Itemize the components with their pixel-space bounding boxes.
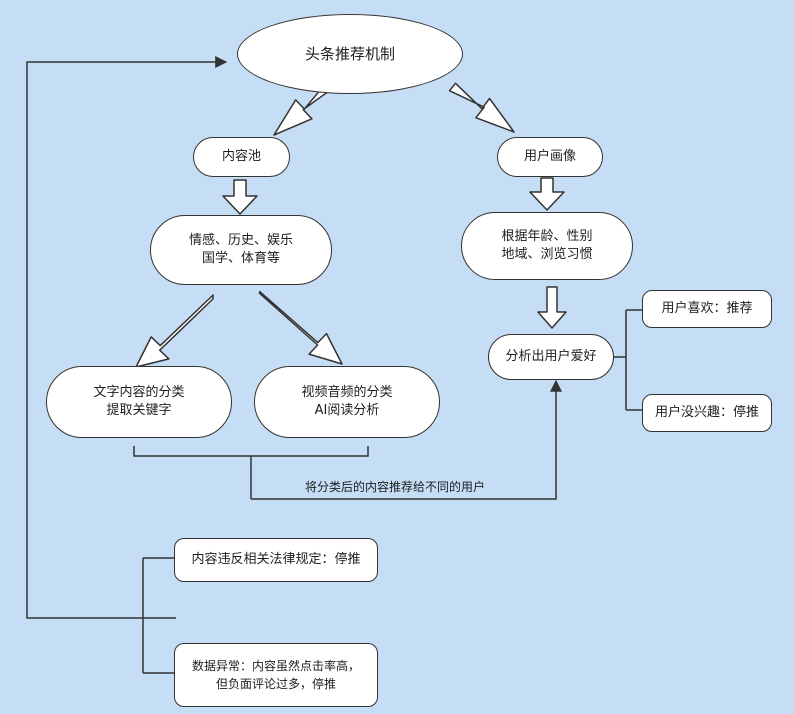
violation-label: 内容违反相关法律规定：停推 — [191, 552, 361, 567]
content-pool-label: 内容池 — [221, 149, 261, 164]
video-classify-line-2: AI阅读分析 — [314, 403, 380, 418]
preference-bracket — [614, 309, 642, 411]
user-not-interested-node: 用户没兴趣：停推 — [642, 394, 772, 432]
categories-line-2: 国学、体育等 — [201, 251, 280, 266]
root-node: 头条推荐机制 — [237, 14, 463, 94]
text-classify-node: 文字内容的分类 提取关键字 — [46, 366, 232, 438]
arrow-attrs-to-analyze — [537, 286, 567, 329]
categories-line-1: 情感、历史、娱乐 — [188, 233, 293, 248]
user-likes-label: 用户喜欢：推荐 — [661, 301, 753, 316]
text-classify-line-2: 提取关键字 — [106, 403, 172, 418]
violation-node: 内容违反相关法律规定：停推 — [174, 538, 378, 582]
user-attrs-line-1: 根据年龄、性别 — [501, 229, 593, 244]
stop-rules-bracket — [142, 557, 174, 674]
user-not-interested-label: 用户没兴趣：停推 — [654, 405, 759, 420]
user-profile-label: 用户画像 — [523, 149, 576, 164]
abnormal-data-node: 数据异常：内容虽然点击率高， 但负面评论过多，停推 — [174, 643, 378, 707]
abnormal-line-2: 但负面评论过多，停推 — [215, 677, 336, 691]
user-attrs-line-2: 地域、浏览习惯 — [501, 247, 593, 262]
feedback-loop-line — [26, 56, 228, 619]
arrow-content-pool-to-categories — [222, 179, 258, 215]
root-label: 头条推荐机制 — [304, 45, 395, 63]
arrow-categories-to-video — [258, 290, 343, 365]
content-pool-node: 内容池 — [193, 137, 290, 177]
analyze-preference-label: 分析出用户爱好 — [505, 349, 597, 364]
video-classify-node: 视频音频的分类 AI阅读分析 — [254, 366, 440, 438]
arrow-root-to-user-profile — [448, 82, 515, 133]
video-classify-line-1: 视频音频的分类 — [301, 385, 393, 400]
arrow-user-profile-to-attrs — [529, 177, 565, 211]
arrow-categories-to-text — [135, 294, 214, 368]
categories-node: 情感、历史、娱乐 国学、体育等 — [150, 215, 332, 285]
push-to-analyze-line — [251, 379, 562, 500]
abnormal-line-1: 数据异常：内容虽然点击率高， — [191, 659, 360, 673]
push-to-users-label: 将分类后的内容推荐给不同的用户 — [305, 480, 486, 494]
user-profile-node: 用户画像 — [497, 137, 603, 177]
user-attrs-node: 根据年龄、性别 地域、浏览习惯 — [461, 212, 633, 280]
classification-bracket — [133, 446, 369, 499]
user-likes-node: 用户喜欢：推荐 — [642, 290, 772, 328]
analyze-preference-node: 分析出用户爱好 — [488, 334, 614, 380]
text-classify-line-1: 文字内容的分类 — [93, 385, 185, 400]
